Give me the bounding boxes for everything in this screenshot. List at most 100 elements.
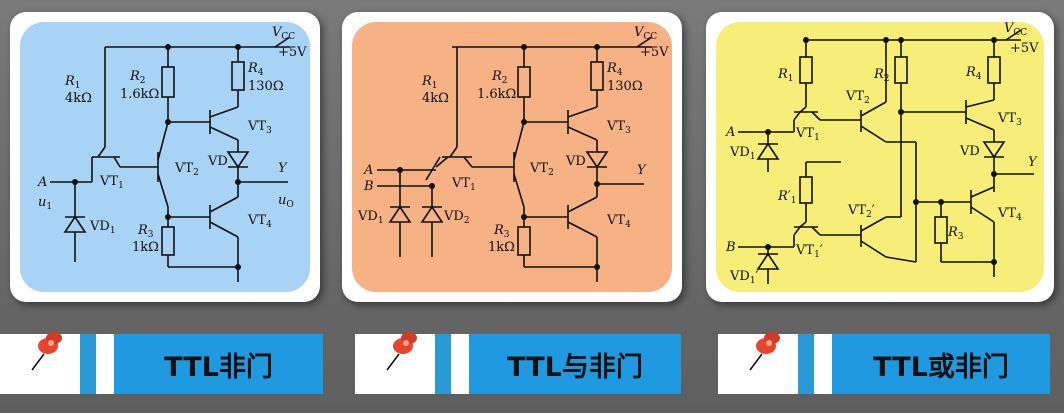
svg-text:R4: R4 — [965, 65, 982, 82]
vplus-label: +5V — [1010, 41, 1039, 56]
svg-text:VT4: VT4 — [606, 213, 631, 230]
vt4-label: VT — [247, 213, 266, 228]
uo-label: u — [278, 193, 286, 208]
svg-text:R3: R3 — [137, 223, 154, 240]
svg-text:R2: R2 — [129, 69, 146, 86]
pushpin-icon — [749, 332, 780, 371]
nand-gate-card: VCC +5V R1 4kΩ R2 1.6kΩ R4 130Ω — [342, 12, 682, 302]
r2-value: 1.6kΩ — [120, 87, 159, 102]
r1-label: R — [64, 74, 75, 89]
vd1-prime-label: VD — [729, 269, 750, 284]
not-gate-card: VCC +5V R1 4kΩ R2 1.6kΩ R4 130Ω V — [10, 12, 320, 302]
svg-text:VT1: VT1 — [99, 174, 124, 191]
svg-text:R4: R4 — [606, 61, 623, 78]
vt2-label: VT — [845, 89, 864, 104]
y-output-label: Y — [1028, 155, 1038, 170]
svg-text:VCC: VCC — [634, 25, 657, 42]
not-gate-panel: VCC +5V R1 4kΩ R2 1.6kΩ R4 130Ω V — [20, 22, 310, 292]
svg-text:VCC: VCC — [1004, 22, 1027, 38]
not-gate-circuit: VCC +5V R1 4kΩ R2 1.6kΩ R4 130Ω V — [37, 25, 307, 282]
b-input-label: B — [363, 179, 374, 194]
vd1-label: VD — [357, 209, 378, 224]
a-input-label: A — [363, 163, 373, 178]
nor-gate-title-bar: TTL或非门 — [718, 332, 1050, 394]
vt3-label: VT — [247, 119, 266, 134]
vcc-label: V — [1004, 22, 1015, 36]
svg-text:R2: R2 — [873, 67, 890, 84]
not-gate-title: TTL非门 — [164, 351, 273, 383]
r3-value: 1kΩ — [488, 240, 515, 255]
svg-text:VT2: VT2 — [529, 161, 554, 178]
vd2-label: VD — [443, 209, 464, 224]
r2-label: R — [491, 69, 502, 84]
vd-label: VD — [565, 154, 586, 169]
nand-gate-panel: VCC +5V R1 4kΩ R2 1.6kΩ R4 130Ω — [352, 22, 672, 292]
svg-text:uO: uO — [278, 193, 294, 210]
r4-label: R — [606, 61, 617, 76]
vt1-prime-label: VT — [795, 243, 814, 258]
svg-text:VCC: VCC — [272, 25, 295, 42]
vt2-prime-label: VT — [847, 203, 866, 218]
svg-text:VT2′: VT2′ — [847, 203, 875, 220]
nor-gate-card: VCC +5V R1 VT1 A VD1 — [706, 12, 1054, 302]
svg-text:VT3: VT3 — [247, 119, 272, 136]
vt4-label: VT — [997, 206, 1016, 221]
svg-text:R4: R4 — [247, 61, 264, 78]
svg-text:R2: R2 — [491, 69, 508, 86]
svg-text:R′1: R′1 — [777, 189, 796, 206]
vt1-label: VT — [795, 126, 814, 141]
svg-text:VT3: VT3 — [606, 119, 631, 136]
vplus-label: +5V — [640, 45, 669, 60]
svg-text:VD2: VD2 — [443, 209, 470, 226]
vt3-label: VT — [606, 119, 625, 134]
vd-label: VD — [207, 154, 228, 169]
svg-text:R3: R3 — [493, 223, 510, 240]
svg-text:R3: R3 — [947, 225, 964, 242]
svg-text:VD1: VD1 — [357, 209, 384, 226]
svg-text:VT1: VT1 — [451, 176, 476, 193]
vd1-label: VD — [729, 145, 750, 160]
nor-gate-circuit: VCC +5V R1 VT1 A VD1 — [725, 22, 1039, 286]
svg-text:VD1′: VD1′ — [729, 269, 759, 286]
vd1-label: VD — [89, 219, 110, 234]
a-input-label: A — [725, 125, 735, 140]
vt4-label: VT — [606, 213, 625, 228]
svg-text:u1: u1 — [38, 195, 52, 212]
svg-text:VT1: VT1 — [795, 126, 820, 143]
r4-label: R — [247, 61, 258, 76]
svg-text:VT3: VT3 — [997, 111, 1022, 128]
nand-gate-title-bar: TTL与非门 — [355, 332, 681, 394]
vt2-label: VT — [174, 161, 193, 176]
r3-label: R — [493, 223, 504, 238]
vcc-label: V — [634, 25, 645, 40]
r3-label: R — [947, 225, 958, 240]
y-output-label: Y — [637, 163, 647, 178]
r1-label: R — [777, 67, 788, 82]
svg-text:VT1′: VT1′ — [795, 243, 823, 260]
vt3-label: VT — [997, 111, 1016, 126]
r3-value: 1kΩ — [132, 240, 159, 255]
svg-text:VT2: VT2 — [845, 89, 870, 106]
pushpin-icon — [386, 332, 417, 371]
vplus-label: +5V — [278, 45, 307, 60]
r1-prime-label: R′ — [777, 189, 791, 204]
svg-text:R1: R1 — [777, 67, 794, 84]
b-input-label: B — [725, 240, 736, 255]
pushpin-icon — [31, 332, 62, 371]
vcc-label: V — [272, 25, 283, 40]
r2-label: R — [129, 69, 140, 84]
vd-label: VD — [959, 144, 980, 159]
a-input-label: A — [37, 175, 47, 190]
svg-text:R1: R1 — [64, 74, 81, 91]
r4-value: 130Ω — [607, 79, 643, 94]
svg-text:VT4: VT4 — [997, 206, 1022, 223]
svg-text:R1: R1 — [421, 74, 438, 91]
svg-text:VD1: VD1 — [729, 145, 756, 162]
r2-label: R — [873, 67, 884, 82]
u1-label: u — [38, 195, 46, 210]
y-output-label: Y — [278, 161, 288, 176]
nor-gate-title: TTL或非门 — [873, 351, 1009, 383]
nor-gate-panel: VCC +5V R1 VT1 A VD1 — [716, 22, 1044, 292]
r4-label: R — [965, 65, 976, 80]
vt1-label: VT — [451, 176, 470, 191]
